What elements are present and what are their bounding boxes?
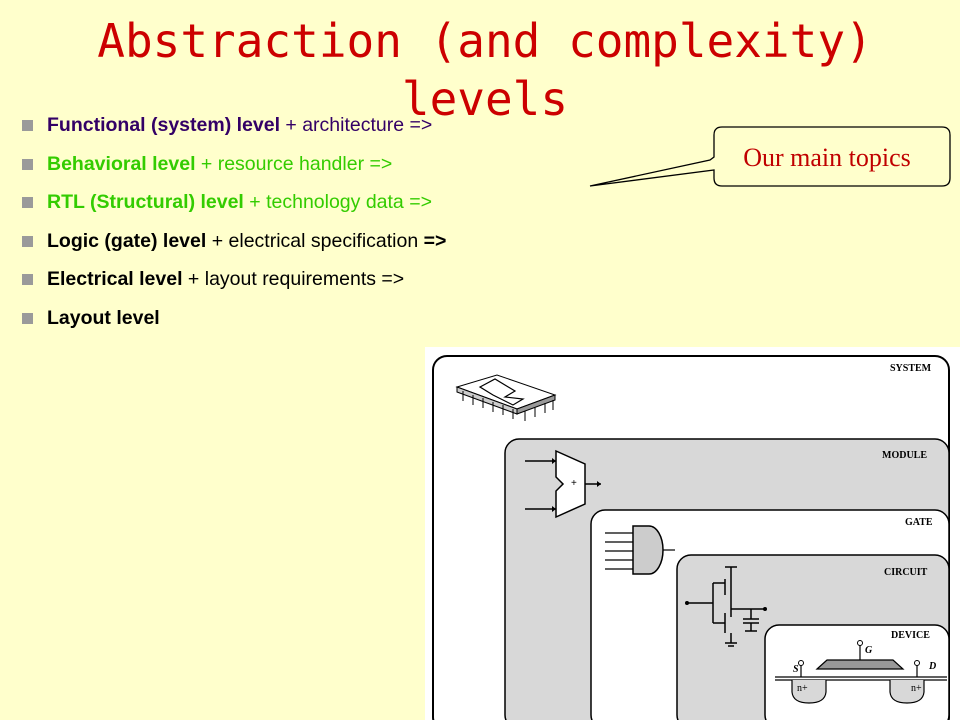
- bullet-item: RTL (Structural) level + technology data…: [22, 189, 446, 228]
- transistor-circuit-icon: [687, 566, 765, 647]
- square-bullet-icon: [22, 197, 33, 208]
- square-bullet-icon: [22, 312, 33, 324]
- slide-title: Abstraction (and complexity) levels: [97, 14, 873, 126]
- gate-label: GATE: [905, 517, 933, 528]
- system-label: SYSTEM: [890, 363, 932, 374]
- abstraction-levels-diagram: SYSTEM MODULE +: [425, 347, 960, 720]
- bullet-bold-text: Electrical level: [47, 268, 183, 290]
- adder-plus-text: +: [571, 478, 577, 489]
- circuit-input-node: [685, 601, 689, 605]
- bullet-item: Logic (gate) level + electrical specific…: [22, 228, 446, 267]
- bullet-bold-text: Behavioral level: [47, 152, 196, 175]
- device-label: DEVICE: [891, 630, 930, 641]
- bullet-tail-text: =>: [423, 229, 447, 252]
- drain-label: D: [928, 661, 936, 672]
- bullet-text: + technology data =>: [243, 191, 432, 213]
- bullet-text: + resource handler =>: [195, 152, 393, 175]
- and-gate-icon: [605, 525, 675, 575]
- square-bullet-icon: [22, 158, 33, 170]
- square-bullet-icon: [22, 120, 33, 131]
- callout-text: Our main topics: [743, 143, 911, 172]
- bullet-bold-text: Logic (gate) level: [47, 229, 207, 252]
- bullet-item: Electrical level + layout requirements =…: [22, 266, 446, 305]
- bullet-item: Behavioral level + resource handler =>: [22, 151, 446, 190]
- callout-shape: [589, 126, 951, 187]
- square-bullet-icon: [22, 274, 33, 285]
- module-label: MODULE: [882, 450, 927, 461]
- square-bullet-icon: [22, 235, 33, 247]
- n-plus-right-label: n+: [911, 683, 922, 694]
- bullet-item: Layout level: [22, 305, 446, 344]
- adder-icon: +: [525, 449, 601, 519]
- circuit-label: CIRCUIT: [884, 567, 928, 578]
- bullet-text: + architecture =>: [279, 114, 433, 136]
- n-plus-left-label: n+: [797, 683, 808, 694]
- bullet-bold-text: Functional (system) level: [47, 114, 280, 136]
- bullet-text: + layout requirements =>: [182, 268, 405, 290]
- bullet-bold-text: Layout level: [47, 306, 160, 329]
- bullet-bold-text: RTL (Structural) level: [47, 191, 244, 213]
- circuit-output-node: [763, 607, 767, 611]
- gate-pin-label: G: [865, 645, 873, 656]
- bullet-text: + electrical specification: [206, 229, 424, 252]
- mosfet-cross-section-icon: [775, 640, 947, 704]
- bullet-list: Functional (system) level + architecture…: [22, 112, 446, 343]
- chip-package-icon: [455, 374, 557, 421]
- bullet-item: Functional (system) level + architecture…: [22, 112, 446, 151]
- source-label: S: [793, 664, 799, 675]
